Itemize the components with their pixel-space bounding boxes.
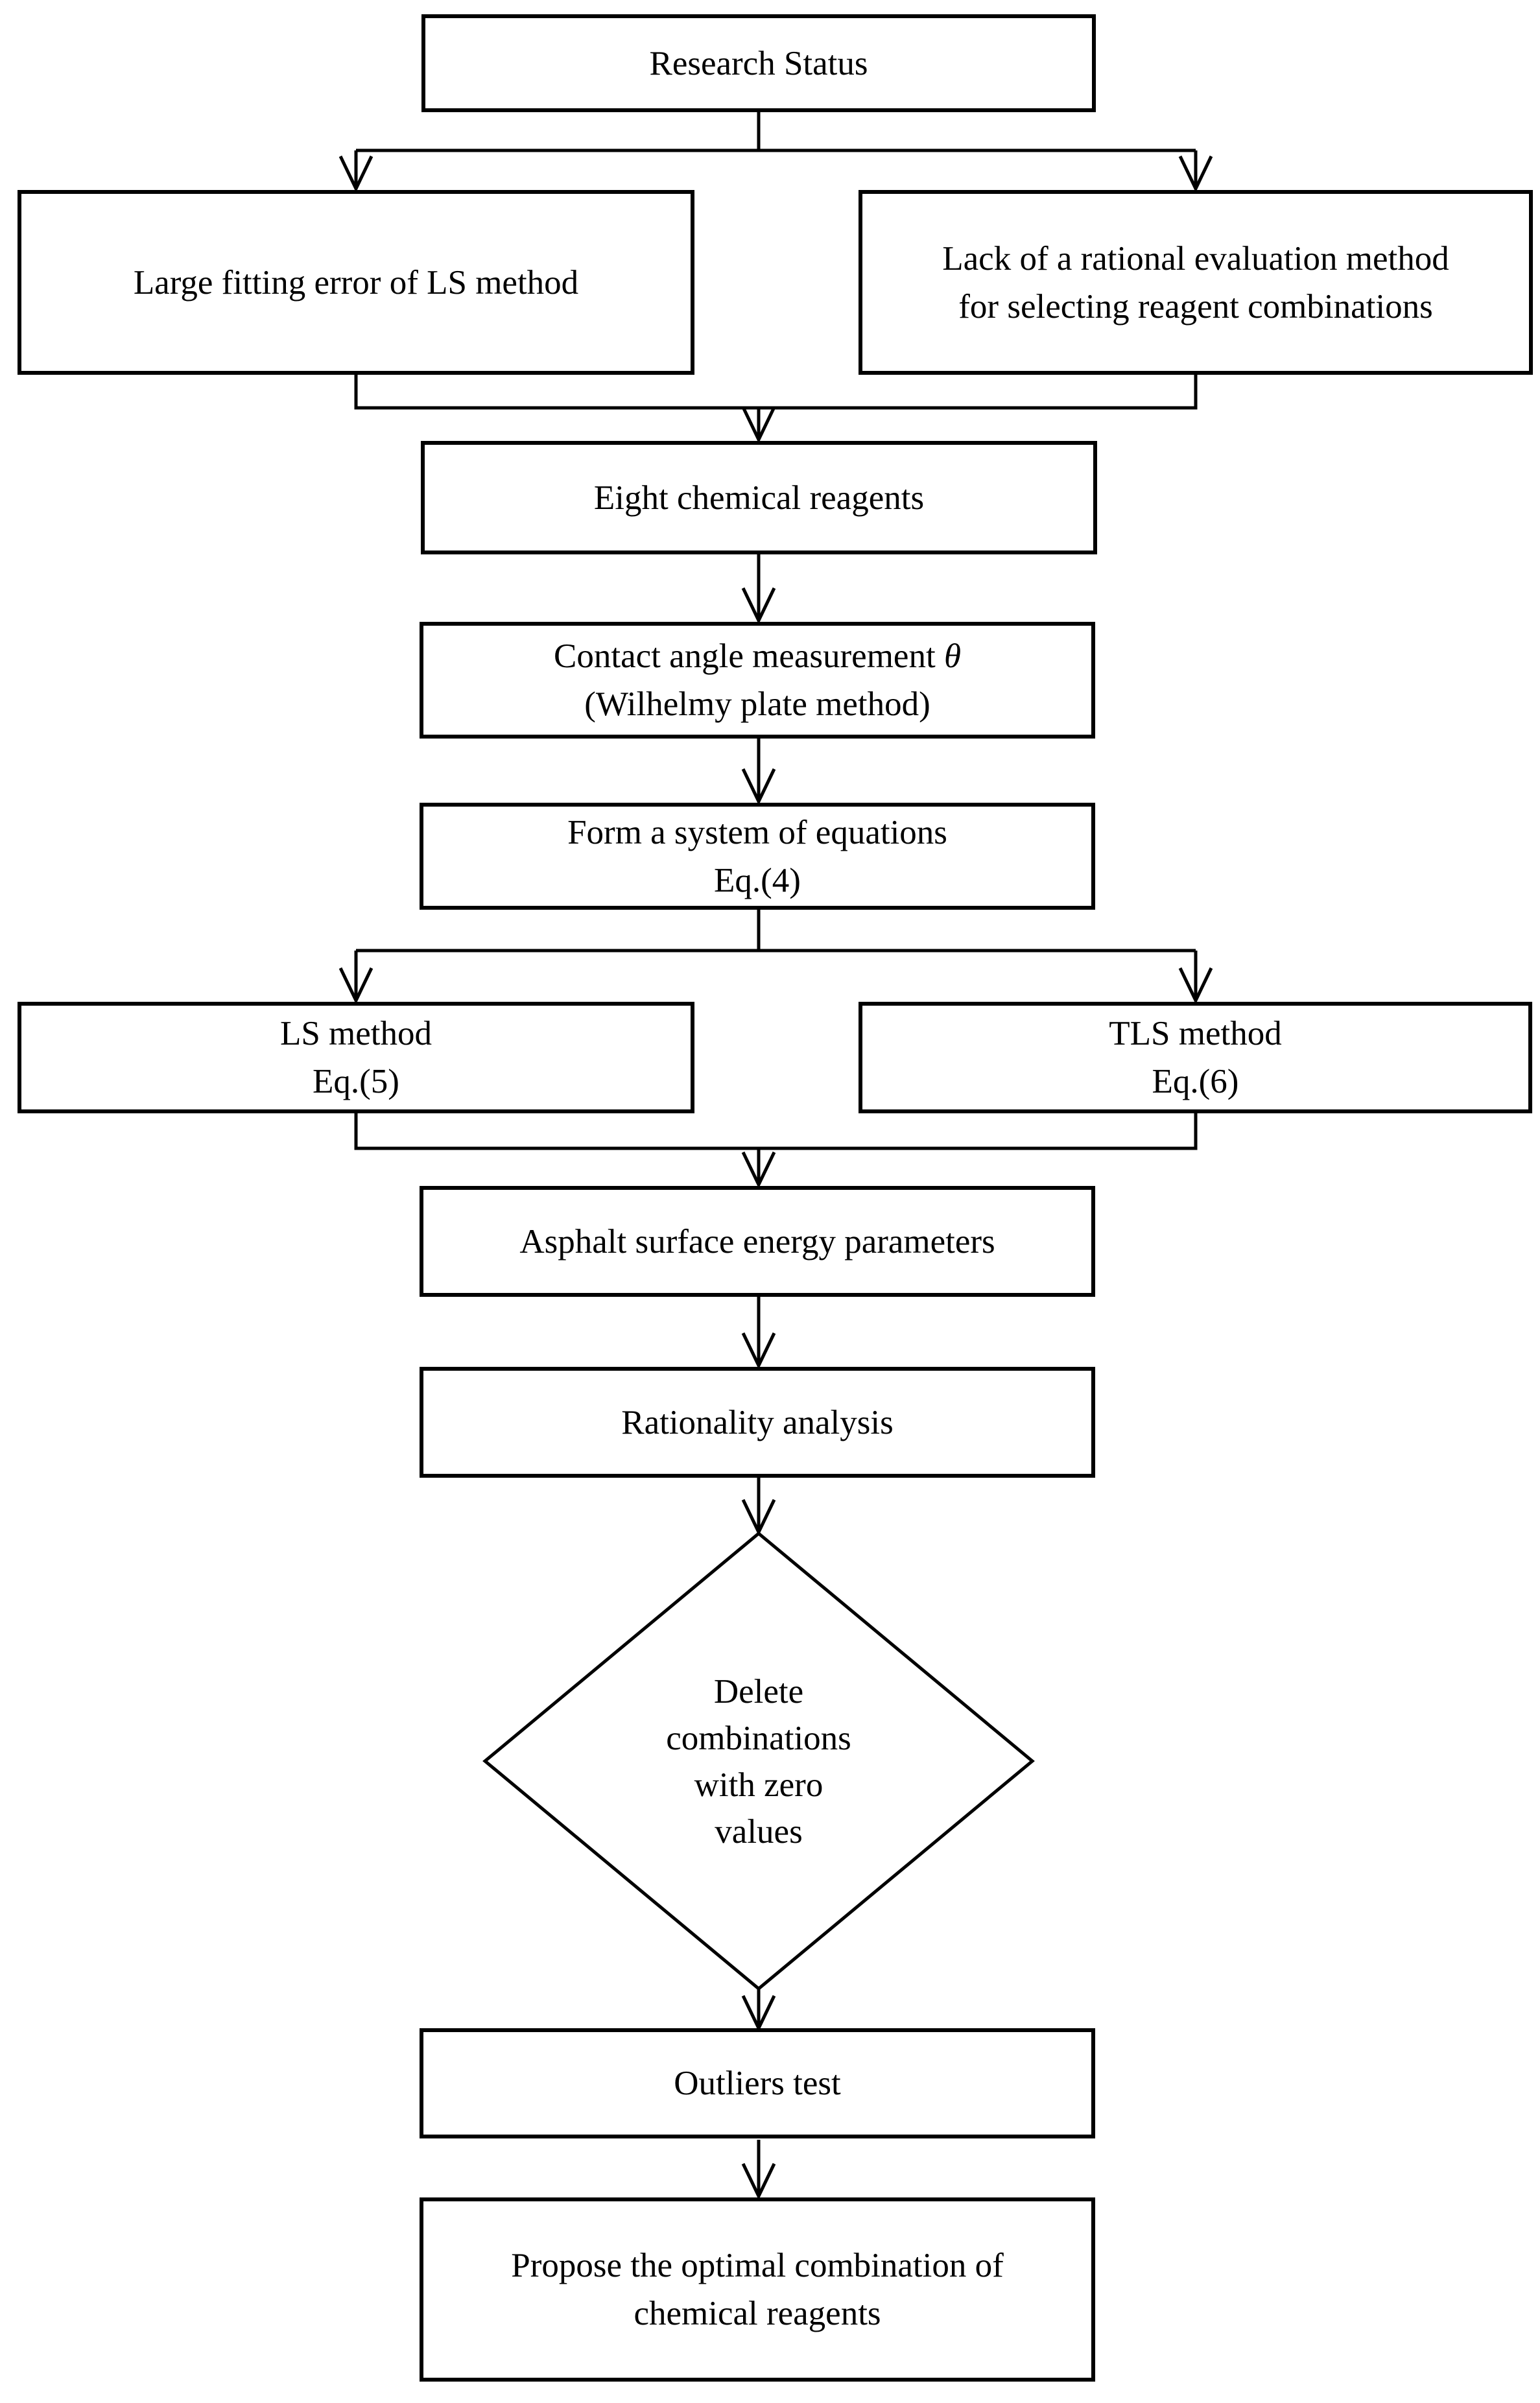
node-label-line: TLS method (1109, 1015, 1282, 1052)
node-label-line: chemical reagents (634, 2295, 881, 2332)
node-large-fitting-error: Large fitting error of LS method (18, 190, 694, 375)
node-label-line: Delete (713, 1673, 804, 1711)
node-label-line: Form a system of equations (567, 813, 947, 851)
node-label-line: combinations (666, 1720, 851, 1757)
node-label: Outliers test (674, 2065, 841, 2102)
node-label: Rationality analysis (621, 1403, 894, 1441)
node-label-line: for selecting reagent combinations (958, 287, 1433, 326)
arrowhead-into-large-fitting (338, 155, 373, 193)
node-contact-angle-measurement: Contact angle measurement θ (Wilhelmy pl… (420, 622, 1095, 739)
node-research-status: Research Status (421, 14, 1096, 112)
arrowhead-into-propose (741, 2162, 776, 2200)
arrowhead-into-tls-method (1178, 967, 1213, 1004)
contact-angle-text: Contact angle measurement (554, 637, 944, 675)
node-label-line: Eq.(6) (1152, 1063, 1239, 1100)
arrowhead-into-rationality (741, 1332, 776, 1369)
arrowhead-into-ls-method (338, 967, 373, 1004)
arrowhead-into-form-system (741, 768, 776, 805)
node-label: Asphalt surface energy parameters (519, 1222, 995, 1261)
connector-merge1 (354, 375, 1198, 410)
connector-merge2 (354, 1113, 1198, 1150)
node-label: Research Status (649, 44, 868, 82)
node-eight-chemical-reagents: Eight chemical reagents (421, 441, 1097, 554)
node-label-line: (Wilhelmy plate method) (584, 685, 930, 723)
node-label-line: values (715, 1813, 803, 1851)
node-label-line: Contact angle measurement θ (554, 632, 961, 680)
node-label-line: Eq.(5) (313, 1063, 399, 1100)
node-outliers-test: Outliers test (420, 2028, 1095, 2138)
node-lack-rational-evaluation: Lack of a rational evaluation method for… (859, 190, 1533, 375)
node-asphalt-surface-energy: Asphalt surface energy parameters (420, 1186, 1095, 1297)
arrowhead-into-asphalt (741, 1151, 776, 1189)
arrowhead-into-lack-rational (1178, 155, 1213, 193)
node-rationality-analysis: Rationality analysis (420, 1367, 1095, 1478)
node-label-line: Eq.(4) (714, 861, 801, 899)
node-tls-method: TLS method Eq.(6) (859, 1002, 1532, 1113)
node-label-line: with zero (694, 1766, 823, 1804)
node-form-system-of-equations: Form a system of equations Eq.(4) (420, 803, 1095, 910)
node-label-line: LS method (279, 1015, 432, 1052)
arrowhead-into-contact-angle (741, 587, 776, 624)
node-label: Eight chemical reagents (593, 479, 925, 517)
node-propose-optimal-combination: Propose the optimal combination of chemi… (420, 2197, 1095, 2382)
node-delete-combinations-label: Delete combinations with zero values (564, 1668, 953, 1856)
node-label-line: Lack of a rational evaluation method (942, 239, 1449, 278)
node-label: Large fitting error of LS method (133, 263, 579, 302)
node-label-line: Propose the optimal combination of (511, 2247, 1004, 2284)
arrowhead-into-eight-reagents (741, 406, 776, 444)
theta-symbol: θ (943, 637, 961, 675)
node-ls-method: LS method Eq.(5) (18, 1002, 694, 1113)
